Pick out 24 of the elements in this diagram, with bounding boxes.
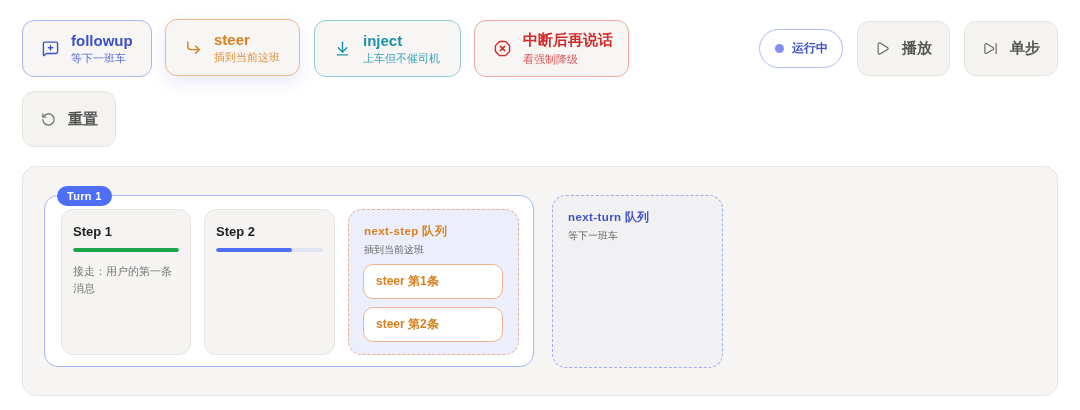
- control-button: 重置: [22, 91, 116, 147]
- queue-title: next-step 队列: [364, 224, 448, 239]
- step-title: Step 2: [216, 224, 255, 239]
- step-card: [204, 209, 335, 355]
- step-card: [61, 209, 191, 355]
- step-title: Step 1: [73, 224, 112, 239]
- queue-item: steer 第2条: [363, 307, 503, 342]
- turn-badge: Turn 1: [57, 186, 112, 206]
- status-pill: [759, 29, 843, 68]
- queue-item: steer 第1条: [363, 264, 503, 299]
- step-note: 接走：用户的第一条消息: [73, 264, 173, 296]
- mode-button: followup 等下一班车: [22, 20, 152, 77]
- queue-title: next-turn 队列: [568, 210, 650, 225]
- queue-panel: [552, 195, 723, 368]
- mode-button: 中断后再说话 看强制降级: [474, 20, 629, 77]
- control-button: 播放: [857, 21, 950, 76]
- queue-panel: [348, 209, 519, 355]
- control-button: 单步: [964, 21, 1058, 76]
- status-text: 运行中: [791, 40, 828, 57]
- queue-subtitle: 等下一班车: [568, 229, 618, 243]
- mode-button: inject 上车但不催司机: [314, 20, 461, 77]
- stage-panel: [22, 166, 1058, 396]
- queue-subtitle: 插到当前这班: [364, 243, 424, 257]
- mode-button: steer 插到当前这班: [165, 19, 300, 76]
